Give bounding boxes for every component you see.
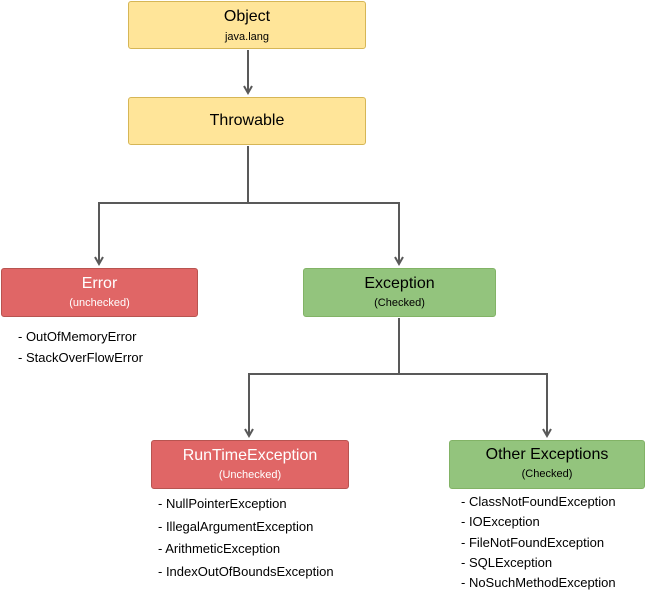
node-object-title: Object (223, 8, 271, 25)
list-item: - StackOverFlowError (18, 350, 143, 365)
node-throwable: Throwable (128, 97, 366, 145)
node-runtime-exception-subtitle: (Unchecked) (218, 469, 282, 481)
list-item: - OutOfMemoryError (18, 329, 137, 344)
edge-exception-other (399, 373, 547, 436)
node-exception-subtitle: (Checked) (374, 297, 425, 309)
edge-throwable-exception (248, 202, 399, 264)
list-item: - IndexOutOfBoundsException (158, 563, 334, 579)
error-examples-list: - OutOfMemoryError - StackOverFlowError (18, 329, 143, 371)
list-item: - ArithmeticException (158, 541, 281, 556)
node-error-subtitle: (unchecked) (69, 297, 130, 309)
node-other-exceptions-title: Other Exceptions (485, 446, 609, 463)
edge-throwable-error (99, 146, 249, 264)
list-item: - NoSuchMethodException (461, 575, 616, 591)
node-other-exceptions: Other Exceptions (Checked) (449, 440, 645, 489)
node-other-exceptions-subtitle: (Checked) (521, 468, 573, 480)
list-item: - NullPointerException (158, 496, 287, 511)
list-item: - IllegalArgumentException (158, 518, 314, 534)
node-object-subtitle: java.lang (224, 31, 270, 43)
node-exception: Exception (Checked) (303, 268, 496, 317)
list-item: - IOException (461, 514, 540, 530)
node-throwable-title: Throwable (209, 112, 285, 129)
node-runtime-exception-title: RunTimeException (182, 447, 318, 464)
list-item: - ClassNotFoundException (461, 494, 616, 509)
node-runtime-exception: RunTimeException (Unchecked) (151, 440, 349, 489)
node-error: Error (unchecked) (1, 268, 198, 317)
node-error-title: Error (81, 275, 118, 292)
other-exceptions-examples-list: - ClassNotFoundException - IOException -… (461, 494, 616, 595)
edge-exception-runtime (249, 318, 400, 436)
list-item: - SQLException (461, 554, 553, 570)
node-exception-title: Exception (364, 275, 435, 292)
node-object: Object java.lang (128, 1, 366, 49)
runtime-exception-examples-list: - NullPointerException - IllegalArgument… (158, 496, 334, 586)
list-item: - FileNotFoundException (461, 534, 605, 550)
